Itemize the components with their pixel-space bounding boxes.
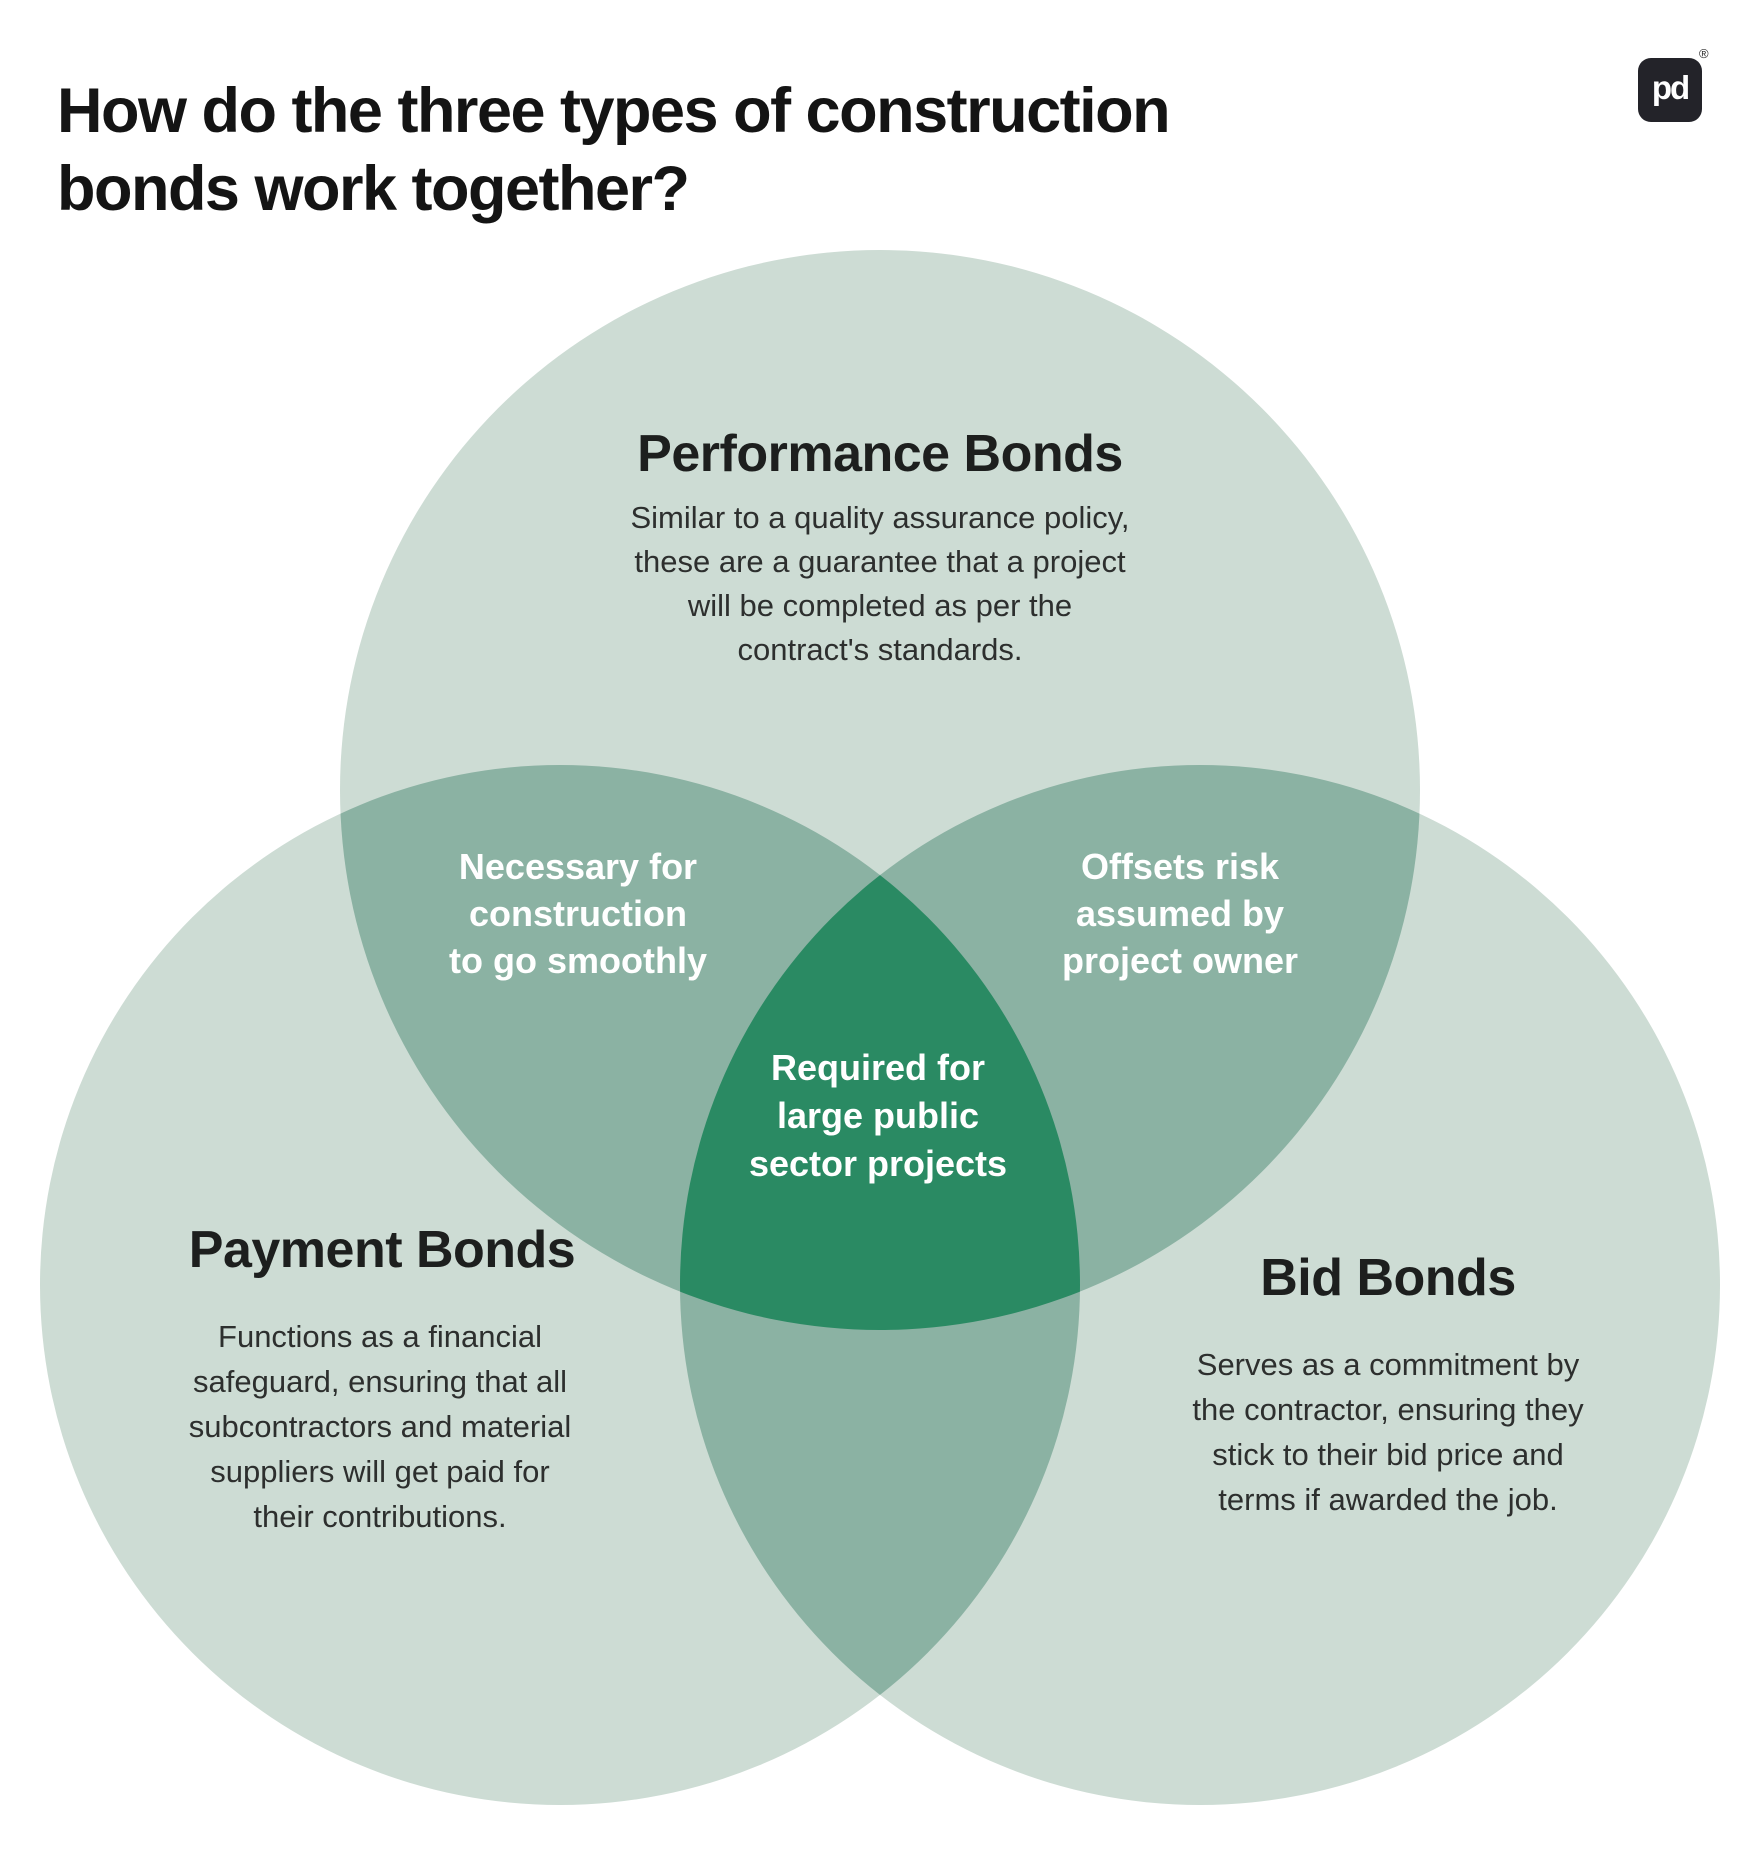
description-line: Similar to a quality assurance policy, — [630, 500, 1130, 535]
overlap-label-line: to go smoothly — [449, 940, 707, 981]
performance-bid-overlap-label: Offsets risk assumed by project owner — [1062, 843, 1298, 984]
overlap-label-line: large public — [776, 1095, 980, 1136]
description-line: these are a guarantee that a project — [634, 544, 1126, 579]
registered-trademark-icon: ® — [1699, 46, 1709, 61]
description-line: contract's standards. — [737, 632, 1023, 667]
center-overlap-label: Required for large public sector project… — [749, 1044, 1007, 1188]
page-title-line: How do the three types of construction — [57, 76, 1171, 147]
description-line: subcontractors and material — [188, 1409, 572, 1444]
bid-bonds-heading: Bid Bonds — [1260, 1249, 1516, 1307]
page-title: How do the three types of construction b… — [57, 72, 1477, 228]
overlap-label-line: Required for — [770, 1047, 986, 1088]
payment-bonds-description: Functions as a financial safeguard, ensu… — [189, 1314, 572, 1539]
pandadoc-logo: pd — [1638, 58, 1702, 122]
overlap-label-line: sector projects — [748, 1143, 1008, 1184]
description-line: Serves as a commitment by — [1196, 1347, 1580, 1382]
overlap-label-line: construction — [468, 893, 688, 934]
description-line: their contributions. — [253, 1499, 507, 1534]
performance-bonds-description: Similar to a quality assurance policy, t… — [630, 496, 1129, 672]
bid-bonds-description: Serves as a commitment by the contractor… — [1192, 1342, 1583, 1522]
description-line: terms if awarded the job. — [1218, 1482, 1558, 1517]
performance-payment-overlap-label: Necessary for construction to go smoothl… — [449, 843, 707, 984]
performance-bonds-heading: Performance Bonds — [637, 425, 1123, 483]
overlap-label-line: project owner — [1061, 940, 1299, 981]
pandadoc-logo-mark: pd — [1651, 69, 1690, 106]
description-line: will be completed as per the — [687, 588, 1073, 623]
payment-bonds-heading: Payment Bonds — [188, 1221, 576, 1279]
overlap-label-line: Necessary for — [458, 846, 698, 887]
description-line: suppliers will get paid for — [210, 1454, 550, 1489]
description-line: Functions as a financial — [218, 1319, 542, 1354]
overlap-label-line: assumed by — [1075, 893, 1285, 934]
description-line: safeguard, ensuring that all — [193, 1364, 567, 1399]
description-line: stick to their bid price and — [1212, 1437, 1564, 1472]
description-line: the contractor, ensuring they — [1192, 1392, 1584, 1427]
page-title-line: bonds work together? — [57, 154, 690, 225]
overlap-label-line: Offsets risk — [1080, 846, 1280, 887]
